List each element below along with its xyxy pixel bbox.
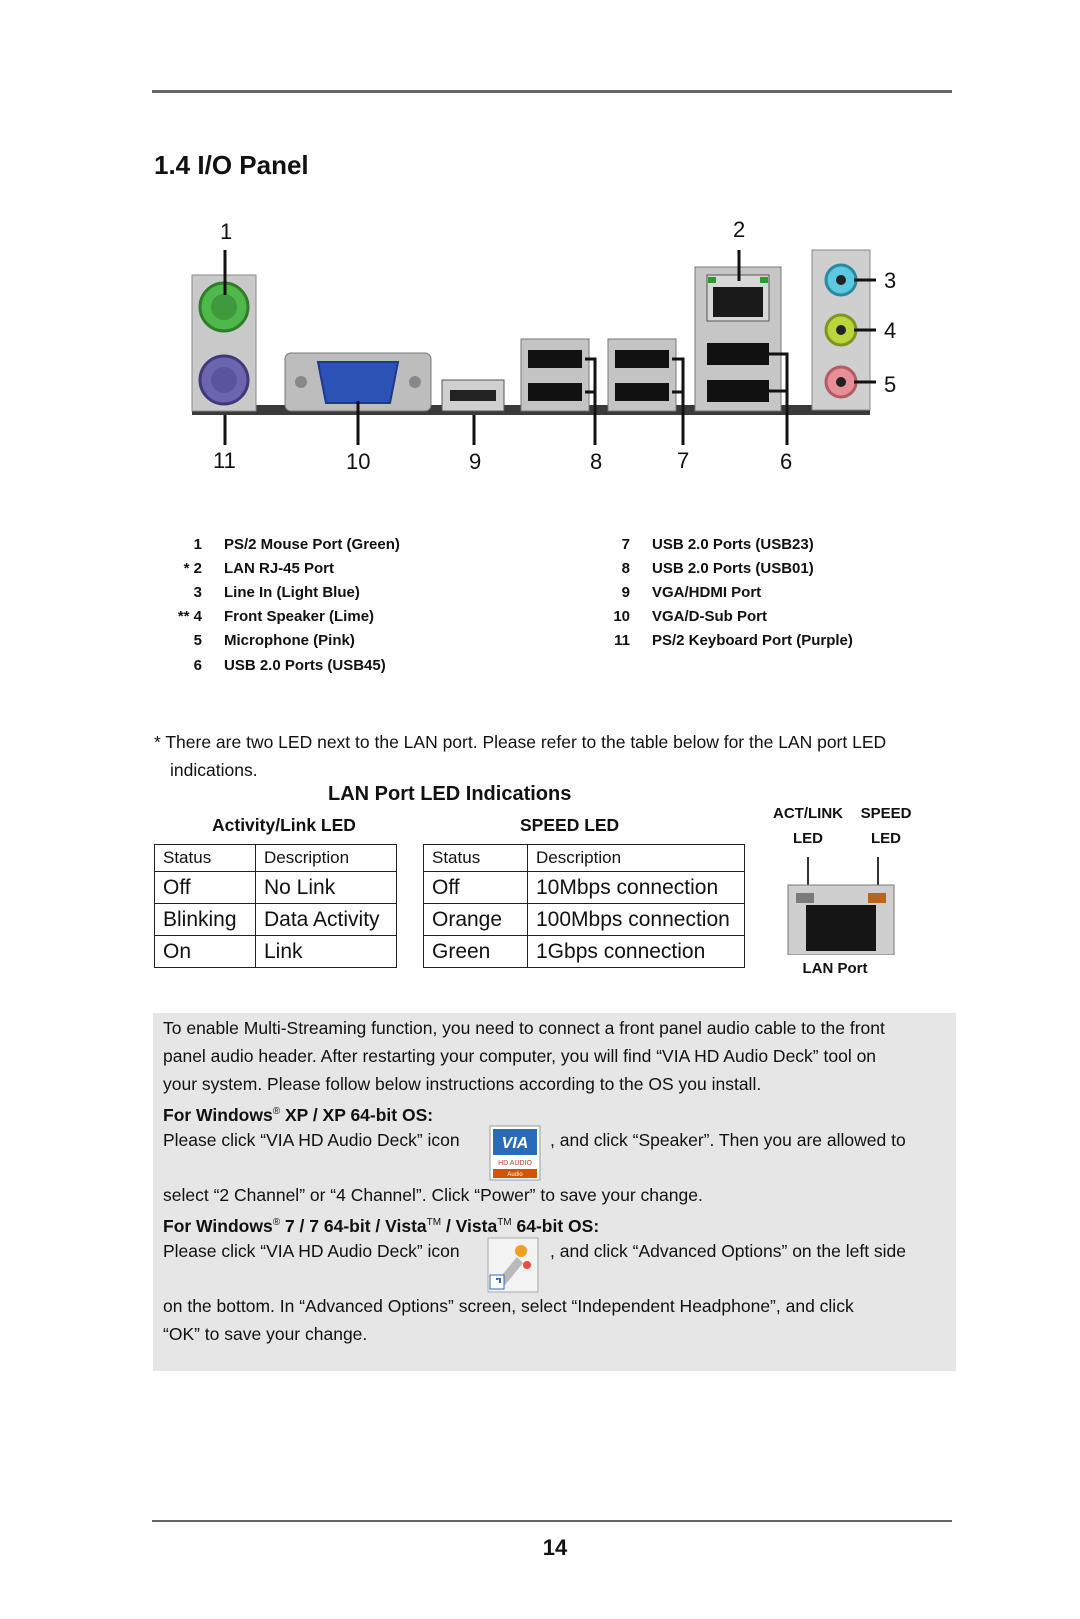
audio-deck-shortcut-icon	[487, 1237, 539, 1293]
lan-port-illustration	[787, 857, 895, 955]
lan-led-note: * There are two LED next to the LAN port…	[154, 732, 887, 780]
act-link-led-indicator	[796, 893, 814, 903]
callout-7: 7	[677, 448, 689, 473]
callout-5: 5	[884, 372, 896, 397]
callout-1: 1	[220, 219, 232, 244]
lan-port-caption: LAN Port	[802, 960, 868, 977]
speed-led-heading: SPEED LED	[520, 815, 620, 835]
callout-11: 11	[213, 448, 236, 473]
callout-8: 8	[590, 449, 602, 474]
xp-heading: For Windows® XP / XP 64-bit OS:	[163, 1104, 434, 1125]
svg-text:Audio: Audio	[507, 1172, 523, 1178]
callout-2: 2	[733, 217, 745, 242]
speed-led-label: SPEED LED	[860, 805, 912, 847]
multi-streaming-box: To enable Multi-Streaming function, you …	[153, 1013, 956, 1371]
page-number: 14	[542, 1535, 568, 1560]
svg-text:VIA: VIA	[502, 1135, 529, 1152]
bottom-rule	[152, 1520, 952, 1522]
via-hd-audio-deck-icon: VIA HD AUDIO Audio	[489, 1125, 541, 1181]
section-title: 1.4 I/O Panel	[154, 150, 309, 180]
callout-10: 10	[346, 449, 370, 474]
callout-9: 9	[469, 449, 481, 474]
top-rule	[152, 90, 952, 93]
callout-3: 3	[884, 268, 896, 293]
activity-led-heading: Activity/Link LED	[212, 815, 356, 835]
led-indications-title: LAN Port LED Indications	[328, 783, 572, 805]
win7-heading: For Windows® 7 / 7 64-bit / VistaTM / Vi…	[163, 1215, 600, 1236]
speed-led-indicator	[868, 893, 886, 903]
io-panel-diagram: 1 2 3 4 5 6 7 8 9 10 11	[191, 217, 896, 474]
callout-6: 6	[780, 449, 792, 474]
svg-text:HD AUDIO: HD AUDIO	[498, 1160, 532, 1167]
act-link-led-label: ACT/LINK LED	[773, 805, 843, 847]
callout-4: 4	[884, 318, 896, 343]
